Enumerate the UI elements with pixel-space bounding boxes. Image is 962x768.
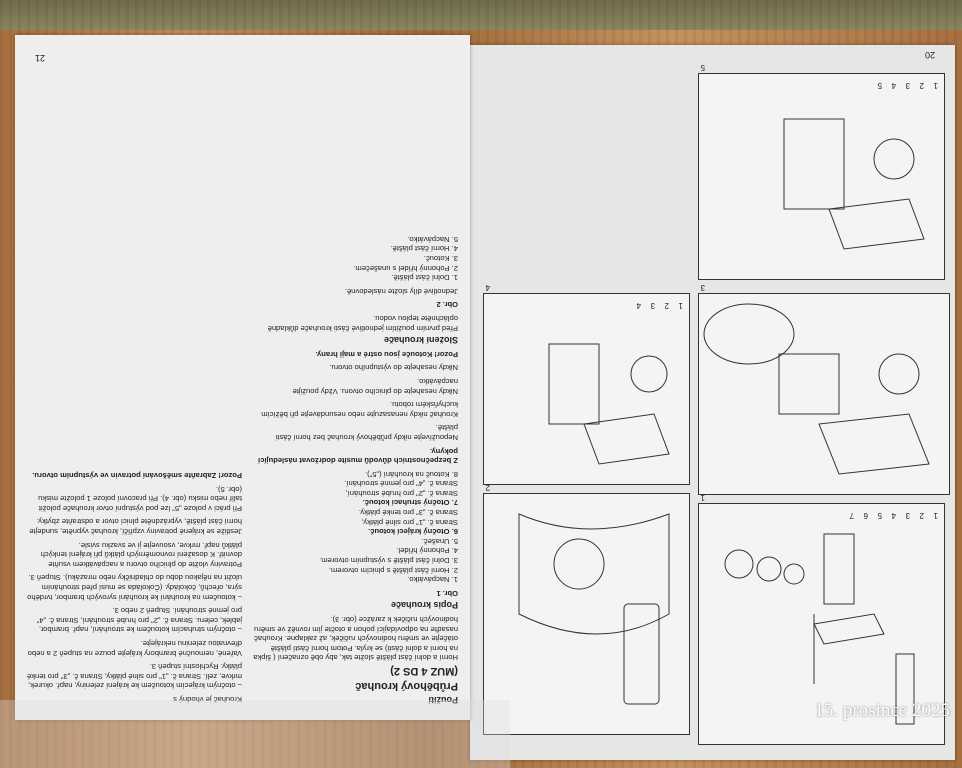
paragraph: – otočným krájecím kotoučem ke krájení z… [26,662,242,691]
safety-item: Nikdy nesahejte do výstupního otvoru. [329,363,458,373]
assembly-note: Jednotlivé díly složte následovně. [344,286,458,296]
list-item: 3. Dolní část pláště s výstupním otvorem… [319,556,458,566]
text-column-1: Použití Průběhový krouhač (MUZ 4 DS 2) H… [253,234,458,705]
callout-number: 5 [877,81,882,90]
safety-item: Pozor! Kotouče jsou ostré a mají hrany. [315,349,458,359]
position-5-drawing [548,343,670,465]
list-item: 3. Kotouč. [423,254,458,264]
paragraph: – kotoučem na krouhání ke krouhání syrov… [27,573,242,602]
tablecloth [0,0,962,30]
page-text: Použití Průběhový krouhač (MUZ 4 DS 2) H… [15,35,470,720]
paragraph: Vařené, nemoučné brambory krájejte pouze… [27,639,242,658]
paragraph: Jestliže se krájené potraviny vzpříčí, k… [29,517,242,537]
callout-number: 2 [664,301,669,310]
callout-number: 3 [650,301,655,310]
list-item: 2. Pohonný hřídel s unašečem. [353,263,458,273]
callout-number: 2 [919,81,924,90]
page-number: 20 [924,50,935,60]
safety-item: Nepoužívejte nikdy průběhový krouhač bez… [275,423,458,442]
figure-number: 4 [485,283,490,292]
warning-paragraph: Pozor! Zabraňte směšování potravin ve vý… [32,471,242,481]
figure-number: 2 [485,483,490,492]
text-column-2: Krouhač je vhodný s – otočným krájecím k… [27,467,242,704]
model-label: (MUZ 4 DS 2) [390,665,458,678]
intro-text: Horní a dolní část pláště složte tak, ab… [253,615,458,663]
page-number: 21 [35,53,46,63]
callout-number: 1 [678,301,683,310]
list-item: 7. Otočný struhací kotouč. [362,498,458,508]
callout-number: 4 [636,301,641,310]
list-item: 6. Otočný krájecí kotouč. [368,527,458,537]
list-item: 2. Horní část pláště s plnicím otvorem. [328,565,458,575]
safety-item: Krouhač nikdy nenasazujte nebo nesundáve… [261,400,458,419]
safety-item: Nikdy nesahejte do plnicího otvoru. Vždy… [292,376,458,396]
list-item: 5. Unašeč. [421,536,458,546]
figure-ref: Obr. 1 [436,588,458,598]
list-item: 1. Nacpávátko. [407,575,458,585]
callout-number: 1 [933,81,938,90]
mounting-drawing [703,303,930,475]
figure-3 [698,293,950,495]
list-item: 4. Pohonný hřídel. [396,546,458,556]
figure-ref: Obr. 2 [436,300,458,310]
paragraph: – otočným struhacím kotoučem ke strouhán… [36,606,242,635]
figure-number: 1 [700,493,705,502]
list-item: 5. Nacpávátko. [407,234,458,244]
date-watermark: 15. prosince 2025 [814,700,950,721]
list-item: Strana č. „3" pro tenké plátky. [358,508,458,518]
paragraph: Při práci v poloze „5" lze pod výstupní … [38,484,242,513]
callout-number: 3 [905,81,910,90]
callout-number: 2 [919,511,924,520]
position-1-drawing [783,118,925,250]
callout-number: 7 [849,511,854,520]
description-heading: Popis krouhače [390,600,458,611]
callout-number: 3 [905,511,910,520]
safety-heading: Z bezpečnostních důvodů musíte dodržovat… [258,446,458,466]
paragraph: Potraviny vložte do plnicího otvoru a na… [40,540,242,569]
figure-2 [483,493,690,735]
page-title: Průběhový krouhač [355,680,458,693]
list-item: Strana č. „1" pro silné plátky, [361,517,458,527]
list-item: 8. Kotouč na krouhání („5"). [364,469,458,479]
list-item: 1. Dolní část pláště. [391,273,458,283]
callout-number: 1 [933,511,938,520]
callout-number: 6 [863,511,868,520]
assembly-drawing [518,513,670,705]
assembly-intro: Před prvním použitím jednotlivé části kr… [267,314,458,333]
callout-number: 4 [891,81,896,90]
list-item: 4. Horní část pláště. [390,244,458,254]
list-item: Strana č. „4" pro jemné strouhání. [344,479,458,489]
callout-number: 5 [877,511,882,520]
grater-exploded-drawing [724,533,915,725]
parts-list: 1. Nacpávátko. 2. Horní část pláště s pl… [253,469,458,585]
assembly-heading: Složení krouhače [383,335,458,346]
callout-number: 4 [891,511,896,520]
plastic-sleeve [0,700,510,768]
figure-number: 5 [700,63,705,72]
list-item: Strana č. „2" pro hrubé strouhání, [345,488,458,498]
figure-number: 3 [700,283,705,292]
